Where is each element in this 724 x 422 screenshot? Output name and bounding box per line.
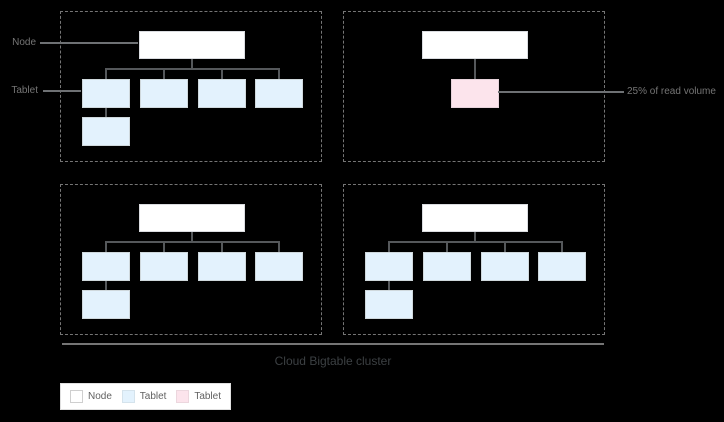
tablet-pointer-label: Tablet bbox=[11, 85, 38, 96]
tablet-box bbox=[481, 252, 529, 281]
connector-line bbox=[561, 241, 563, 253]
read-volume-callout-label: 25% of read volume bbox=[627, 86, 716, 97]
connector-line bbox=[474, 232, 476, 242]
tablet-pointer-line bbox=[43, 90, 81, 92]
node-box bbox=[139, 31, 245, 59]
read-volume-callout-line bbox=[498, 91, 624, 93]
connector-line bbox=[504, 241, 506, 253]
connector-line bbox=[105, 68, 280, 70]
tablet-swatch bbox=[121, 390, 135, 403]
tablet-box bbox=[82, 252, 130, 281]
node-quadrant-bottom-left bbox=[60, 184, 322, 335]
connector-line bbox=[388, 241, 390, 253]
tablet-box bbox=[255, 252, 303, 281]
tablet-box bbox=[198, 252, 246, 281]
legend-item-hot-tablet: Tablet bbox=[176, 390, 221, 403]
connector-line bbox=[221, 241, 223, 253]
legend: Node Tablet Tablet bbox=[60, 383, 231, 410]
hot-tablet-swatch bbox=[176, 390, 190, 403]
node-quadrant-bottom-right bbox=[343, 184, 605, 335]
tablet-box bbox=[140, 79, 188, 108]
tablet-box bbox=[365, 290, 413, 319]
tablet-box bbox=[538, 252, 586, 281]
tablet-box bbox=[140, 252, 188, 281]
node-box bbox=[422, 204, 528, 232]
connector-line bbox=[446, 241, 448, 253]
legend-item-tablet: Tablet bbox=[121, 390, 167, 403]
legend-label-tablet: Tablet bbox=[139, 391, 167, 402]
cluster-title: Cloud Bigtable cluster bbox=[274, 354, 392, 368]
tablet-box bbox=[423, 252, 471, 281]
connector-line bbox=[105, 68, 107, 80]
connector-line bbox=[191, 59, 193, 69]
tablet-box bbox=[82, 79, 130, 108]
node-swatch bbox=[70, 390, 83, 403]
legend-item-node: Node bbox=[70, 390, 112, 403]
connector-line bbox=[163, 68, 165, 80]
node-pointer-line bbox=[40, 42, 138, 44]
node-quadrant-top-right bbox=[343, 11, 605, 162]
hot-tablet-box bbox=[451, 79, 499, 108]
node-box bbox=[139, 204, 245, 232]
connector-line bbox=[474, 59, 476, 80]
connector-line bbox=[191, 232, 193, 242]
node-pointer-label: Node bbox=[12, 37, 36, 48]
tablet-box bbox=[82, 117, 130, 146]
connector-line bbox=[105, 281, 107, 291]
connector-line bbox=[388, 281, 390, 291]
node-box bbox=[422, 31, 528, 59]
cluster-bracket-line bbox=[62, 343, 604, 345]
tablet-box bbox=[198, 79, 246, 108]
tablet-box bbox=[82, 290, 130, 319]
connector-line bbox=[388, 241, 563, 243]
tablet-box bbox=[365, 252, 413, 281]
connector-line bbox=[105, 241, 107, 253]
connector-line bbox=[221, 68, 223, 80]
node-quadrant-top-left bbox=[60, 11, 322, 162]
connector-line bbox=[278, 241, 280, 253]
connector-line bbox=[105, 241, 280, 243]
connector-line bbox=[105, 108, 107, 118]
connector-line bbox=[278, 68, 280, 80]
legend-label-node: Node bbox=[88, 391, 112, 402]
connector-line bbox=[163, 241, 165, 253]
legend-label-hot-tablet: Tablet bbox=[194, 391, 221, 402]
tablet-box bbox=[255, 79, 303, 108]
